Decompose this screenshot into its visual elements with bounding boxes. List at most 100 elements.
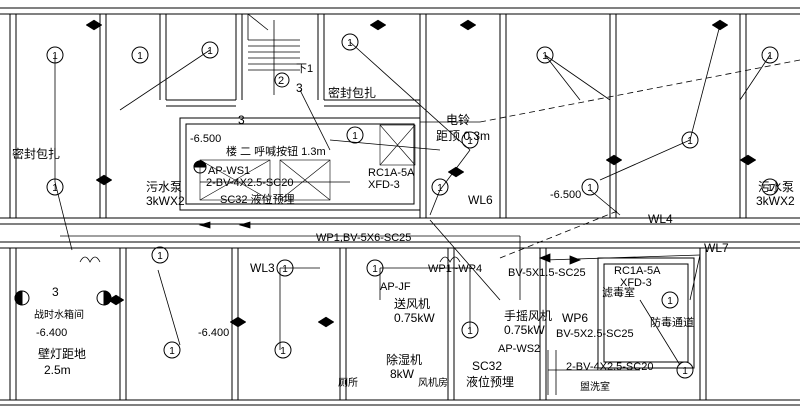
- label-ap-ws1: AP-WS1: [208, 165, 250, 177]
- label-sewage-left: 污水泵: [146, 180, 182, 194]
- label-num-2: 2: [278, 75, 284, 87]
- fixture-number: 1: [282, 264, 288, 275]
- fixture-circle: [681, 131, 699, 149]
- label-wp1-main: WP1,BV-5X6-SC25: [316, 232, 411, 244]
- label-wl3: WL3: [250, 261, 275, 275]
- fixture-circle: [151, 246, 169, 264]
- fixture-circle: [461, 131, 479, 149]
- label-wp1-range: WP1~WP4: [428, 263, 482, 275]
- label-wall-lamp: 壁灯距地: [38, 346, 86, 361]
- label-sc32-left: SC32 液位预埋: [220, 192, 295, 206]
- fixture-number: 1: [157, 251, 163, 262]
- light-fixtures: [46, 33, 779, 379]
- fixture-circle: [676, 361, 694, 379]
- wiring: [54, 24, 800, 395]
- label-num-3-top: 3: [296, 81, 303, 95]
- label-elev-bottom-left: -6.400: [36, 327, 67, 339]
- label-wl6: WL6: [468, 193, 493, 207]
- fixture-circle: [46, 46, 64, 64]
- bowtie: [369, 19, 387, 31]
- fixture-number: 1: [372, 264, 378, 275]
- label-elev-bottom-mid: -6.400: [198, 327, 229, 339]
- label-ap-jf: AP-JF: [380, 281, 411, 293]
- bowtie: [95, 174, 113, 186]
- walls: [0, 7, 800, 406]
- label-sewage-left-power: 3kWX2: [146, 194, 185, 208]
- bowtie: [317, 316, 335, 328]
- label-rc-top: RC1A-5A: [368, 167, 415, 179]
- bowtie: [85, 19, 103, 31]
- elevator-shafts: [199, 124, 416, 201]
- label-line-bv-left: 2-BV-4X2.5-SC20: [206, 177, 293, 189]
- label-dehumid: 除湿机: [386, 352, 422, 367]
- fixture-circle: [761, 178, 779, 196]
- label-num-3-left: 3: [52, 285, 59, 299]
- label-sc32-bottom: SC32: [472, 359, 502, 373]
- label-fan-room: 风机房: [418, 376, 448, 389]
- label-bv-mid: BV-5X1.5-SC25: [508, 267, 586, 279]
- fixture-circle: [661, 291, 679, 309]
- fixture-circle: [131, 46, 149, 64]
- bowtie: [107, 294, 125, 306]
- fixture-number: 1: [280, 346, 286, 357]
- label-seal-top: 密封包扎: [328, 85, 376, 100]
- label-toilet: 厕所: [338, 377, 358, 389]
- fixture-number: 1: [667, 296, 673, 307]
- fixture-circle: [274, 341, 292, 359]
- fixture-number: 1: [467, 326, 473, 337]
- label-stair-box: 楼 二 呼喊按钮 1.3m: [226, 144, 326, 158]
- fixture-numbers: 1 1 1 1 1 1 1 1 1 1 1 1 1 1 1 1 1 1 1 1 …: [52, 38, 773, 377]
- label-fan-hand: 手摇风机: [504, 309, 552, 323]
- fixture-circle: [346, 126, 364, 144]
- fixture-number: 1: [437, 183, 443, 194]
- fixture-number: 1: [682, 366, 688, 377]
- label-rc-top-sub: XFD-3: [368, 179, 400, 191]
- fixture-circle: [341, 33, 359, 51]
- bowtie-symbols: [85, 19, 757, 328]
- label-num-3-mid: 3: [238, 113, 245, 127]
- fixture-circle: [536, 46, 554, 64]
- stairs: [247, 13, 300, 95]
- fixture-circle: [366, 259, 384, 277]
- label-sewage-right-power: 3kWX2: [756, 194, 795, 208]
- label-line-bv-right: 2-BV-4X2.5-SC20: [566, 361, 653, 373]
- label-bell-height: 距顶 0.3m: [436, 129, 490, 143]
- label-bell: 电铃: [446, 112, 470, 127]
- fixture-circle: [201, 41, 219, 59]
- label-wl4: WL4: [648, 212, 673, 226]
- fixture-circle: [461, 321, 479, 339]
- bowtie: [711, 19, 729, 31]
- arrows: [198, 221, 582, 265]
- fixture-number: 1: [687, 136, 693, 147]
- bowtie: [447, 166, 465, 178]
- label-wl7: WL7: [704, 241, 729, 255]
- fixture-circle: [431, 178, 449, 196]
- label-sewage-right: 污水泵: [758, 180, 794, 194]
- label-elev-left: -6.500: [190, 133, 221, 145]
- fixture-circle: [163, 341, 181, 359]
- fixture-number: 1: [207, 46, 213, 57]
- bowtie: [605, 154, 623, 166]
- bowtie: [459, 19, 477, 31]
- label-elev-mid: -6.500: [550, 189, 581, 201]
- label-fan-hand-power: 0.75kW: [504, 323, 545, 337]
- fixture-circle: [46, 178, 64, 196]
- label-wall-lamp-height: 2.5m: [44, 363, 71, 377]
- label-rc-right: RC1A-5A: [614, 265, 661, 277]
- fixture-number: 1: [767, 183, 773, 194]
- fixture-number: 1: [137, 51, 143, 62]
- wall-lamps: [14, 160, 207, 306]
- label-fan-send: 送风机: [394, 296, 430, 311]
- label-seal-left: 密封包扎: [12, 146, 60, 161]
- label-tank-room: 战时水箱间: [34, 308, 84, 321]
- fixture-number: 1: [767, 51, 773, 62]
- label-liquid-prebury: 液位预埋: [466, 374, 514, 389]
- fixture-circle: [761, 46, 779, 64]
- fixture-number: 1: [352, 131, 358, 142]
- fixture-number: 1: [347, 38, 353, 49]
- label-rc-right-sub: XFD-3: [620, 277, 652, 289]
- label-wp6: WP6: [562, 311, 588, 325]
